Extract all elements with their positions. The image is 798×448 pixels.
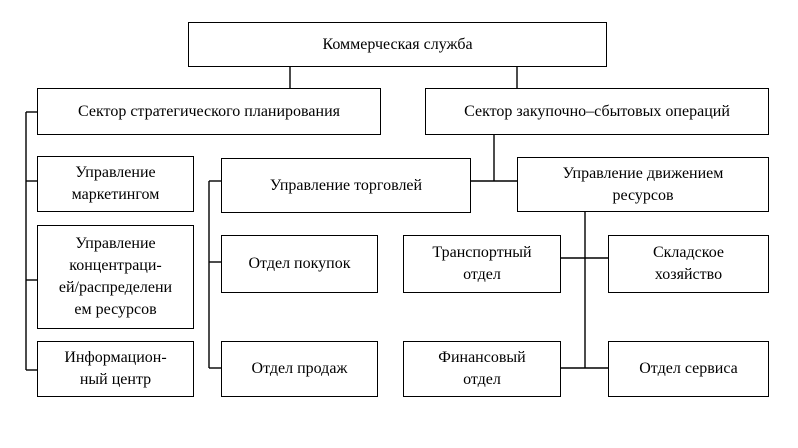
node-finance-department: Финансовый отдел	[403, 341, 561, 397]
node-marketing-management: Управление маркетингом	[37, 156, 194, 212]
node-warehouse: Складское хозяйство	[608, 235, 769, 293]
node-commercial-service: Коммерческая служба	[188, 22, 607, 67]
node-strategic-planning-sector: Сектор стратегического планирования	[37, 88, 381, 135]
node-information-center: Информацион- ный центр	[37, 341, 194, 397]
node-procurement-sales-sector: Сектор закупочно–сбытовых операций	[425, 88, 769, 135]
node-service-department: Отдел сервиса	[608, 341, 769, 397]
node-transport-department: Транспортный отдел	[403, 235, 561, 293]
node-trade-management: Управление торговлей	[221, 158, 471, 213]
node-resource-movement-management: Управление движением ресурсов	[517, 157, 769, 212]
node-sales-department: Отдел продаж	[221, 341, 378, 397]
node-resource-concentration-management: Управление концентраци- ей/распределени …	[37, 225, 194, 329]
node-purchasing-department: Отдел покупок	[221, 235, 378, 293]
